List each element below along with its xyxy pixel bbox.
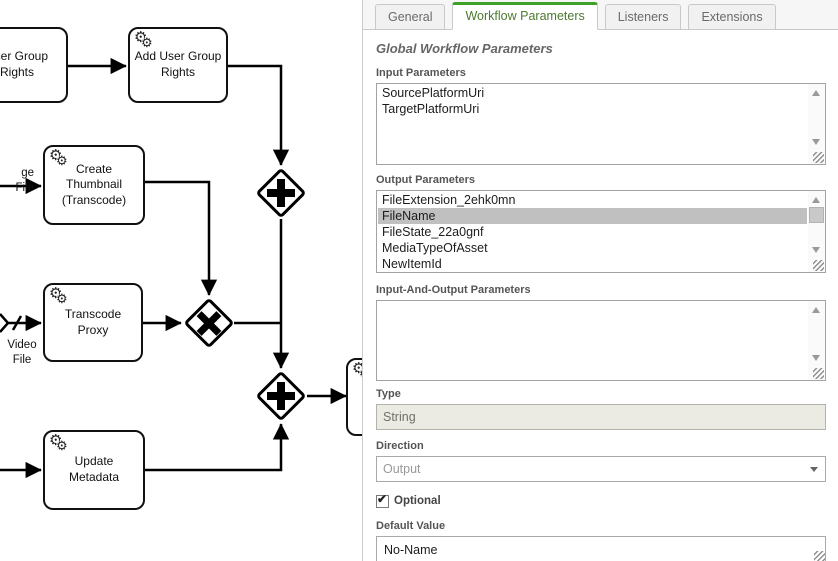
scroll-up-icon[interactable] [812, 90, 820, 96]
list-item[interactable]: SourcePlatformUri [382, 86, 485, 100]
default-value-input[interactable] [376, 536, 826, 561]
task-add-user-group-rights[interactable]: ⚙⚙ Add User Group Rights [128, 27, 228, 103]
resize-grip-icon[interactable] [813, 260, 824, 271]
flow-create-thumbnail-to-xor-gateway[interactable] [145, 180, 218, 296]
optional-checkbox[interactable]: ✔ [376, 491, 389, 508]
direction-selected-value: Output [383, 462, 421, 476]
exclusive-gateway[interactable] [183, 297, 235, 349]
resize-grip-icon[interactable] [813, 368, 824, 379]
scroll-down-icon[interactable] [812, 139, 820, 145]
task-transcode-proxy[interactable]: ⚙⚙ Transcode Proxy [43, 283, 143, 362]
tab-extensions[interactable]: Extensions [688, 4, 776, 30]
flow-addusergroup-to-parallel-gateway-1[interactable] [228, 64, 290, 166]
parallel-gateway-1[interactable] [255, 167, 307, 219]
task-label: Create Thumbnail (Transcode) [61, 161, 127, 207]
scroll-down-icon[interactable] [812, 355, 820, 361]
direction-select[interactable]: Output [376, 456, 826, 482]
flow-update-metadata-to-parallel-gateway-2[interactable] [145, 423, 290, 472]
chevron-down-icon [810, 467, 818, 472]
output-parameters-label: Output Parameters [376, 174, 476, 186]
tab-listeners[interactable]: Listeners [604, 4, 682, 30]
scrollbar[interactable] [808, 191, 825, 272]
task-update-metadata[interactable]: ⚙⚙ Update Metadata [43, 430, 145, 510]
list-item[interactable]: NewItemId [382, 257, 442, 271]
sequence-flows [0, 57, 347, 479]
panel-content: Global Workflow Parameters Input Paramet… [363, 31, 838, 561]
input-and-output-parameters-listbox[interactable] [376, 300, 826, 381]
list-item[interactable]: FileState_22a0gnf [382, 225, 484, 239]
properties-panel: General Workflow Parameters Listeners Ex… [362, 0, 838, 561]
tab-general[interactable]: General [375, 4, 446, 30]
type-field [376, 404, 826, 430]
checkmark-icon: ✔ [377, 491, 388, 506]
default-value-label: Default Value [376, 520, 446, 532]
task-label: Transcode Proxy [64, 306, 122, 337]
list-item[interactable]: FileName [378, 208, 807, 224]
edge-label-video-file[interactable]: Video File [7, 339, 37, 366]
section-heading: Global Workflow Parameters [376, 41, 553, 56]
scrollbar[interactable] [808, 301, 825, 380]
task-label: User Group Rights [0, 49, 49, 79]
resize-grip-icon[interactable] [814, 551, 825, 561]
service-task-icon: ⚙⚙ [352, 360, 362, 380]
type-label: Type [376, 388, 401, 400]
task-user-group-rights[interactable]: User Group Rights [0, 27, 68, 103]
resize-grip-icon[interactable] [813, 152, 824, 163]
service-task-icon: ⚙⚙ [49, 432, 68, 453]
input-and-output-parameters-label: Input-And-Output Parameters [376, 284, 531, 296]
tab-bar: General Workflow Parameters Listeners Ex… [363, 0, 838, 30]
optional-label: Optional [394, 495, 441, 507]
scrollbar-thumb[interactable] [809, 207, 824, 223]
scroll-up-icon[interactable] [812, 307, 820, 313]
list-item[interactable]: TargetPlatformUri [382, 102, 480, 116]
task-create-thumbnail[interactable]: ⚙⚙ Create Thumbnail (Transcode) [43, 145, 145, 225]
tab-workflow-parameters[interactable]: Workflow Parameters [452, 2, 598, 30]
scrollbar[interactable] [808, 84, 825, 164]
scroll-down-icon[interactable] [812, 247, 820, 253]
gateway-partial-left-edge [0, 313, 10, 333]
bpmn-canvas[interactable]: User Group Rights ⚙⚙ Add User Group Righ… [0, 0, 362, 561]
input-and-output-parameters-items [378, 302, 807, 379]
task-partially-hidden[interactable]: ⚙⚙ [346, 358, 362, 436]
input-parameters-label: Input Parameters [376, 67, 466, 79]
task-label: Add User Group Rights [134, 49, 222, 79]
scroll-up-icon[interactable] [812, 197, 820, 203]
list-item[interactable]: MediaTypeOfAsset [382, 241, 488, 255]
direction-label: Direction [376, 440, 424, 452]
task-label: Update Metadata [68, 454, 120, 484]
parallel-gateway-2[interactable] [255, 370, 307, 422]
list-item[interactable]: FileExtension_2ehk0mn [382, 193, 516, 207]
edge-label-image-file[interactable]: ge File [15, 167, 34, 194]
default-flow-marker [11, 315, 23, 331]
